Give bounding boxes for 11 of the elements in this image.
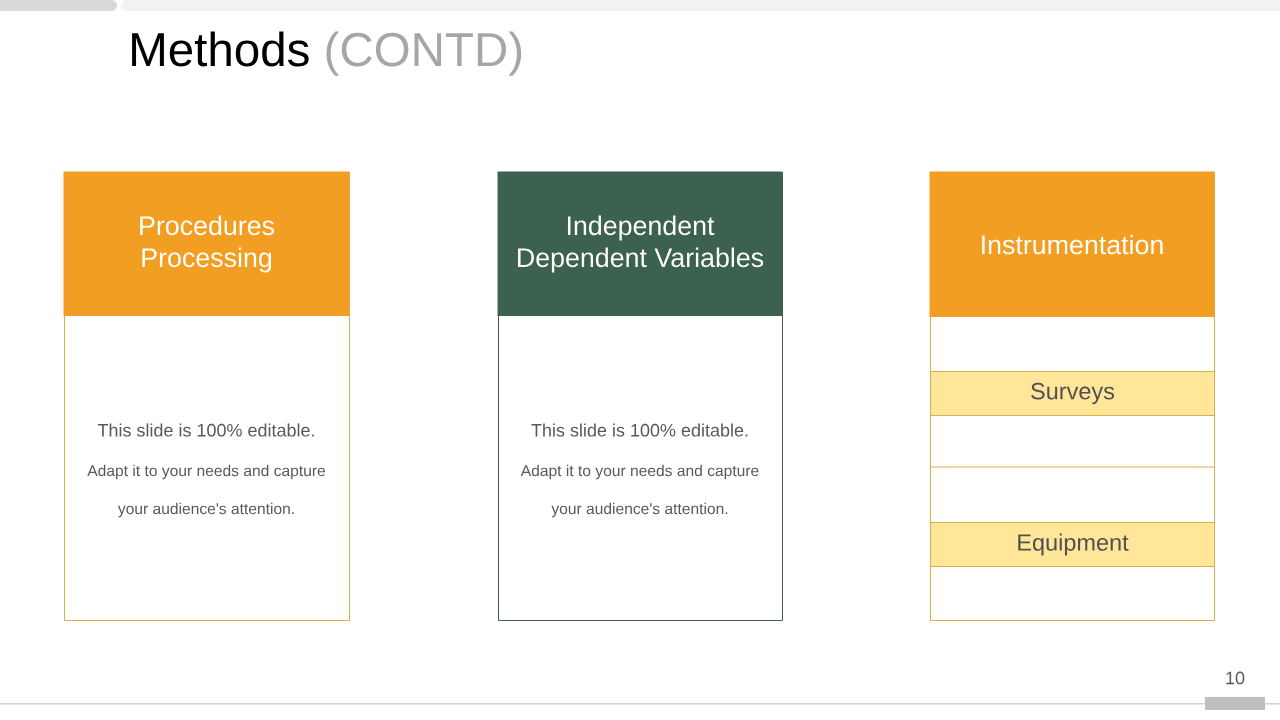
body-text: This slide is 100% editable. — [97, 423, 314, 437]
band: Surveys — [930, 371, 1215, 416]
title: Methods (CONTD) — [132, 31, 522, 76]
body-text: This slide is 100% editable. — [531, 423, 748, 437]
band: Equipment — [930, 522, 1215, 567]
header-band: Instrumentation — [929, 171, 1215, 317]
body-text: Adapt it to your needs and capture your audience's attention. — [87, 464, 326, 518]
page-number: 10 — [1226, 671, 1245, 685]
header-band: Independent Dependent Variables — [497, 171, 783, 316]
body-text: Adapt it to your needs and capture your audience's attention. — [520, 464, 759, 518]
header-band: Procedures Processing — [63, 171, 350, 316]
